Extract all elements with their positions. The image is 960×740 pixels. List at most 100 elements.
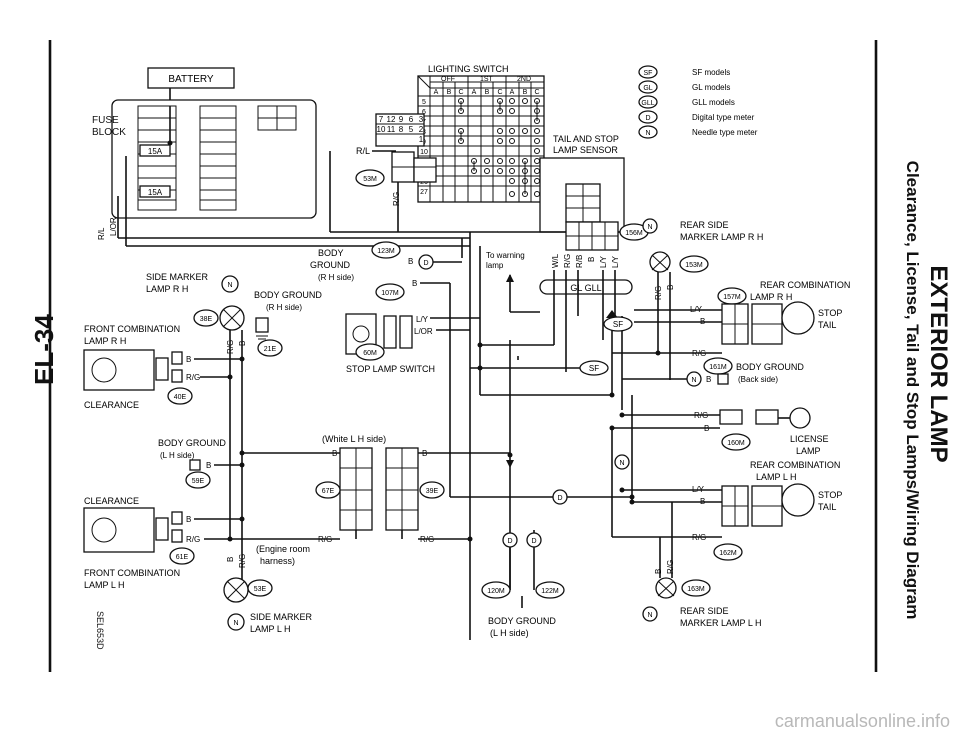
svg-text:123M: 123M [377, 248, 395, 255]
body-ground-top-3: (R H side) [318, 273, 354, 282]
connector-156m-block: 156M [565, 221, 649, 251]
svg-text:SF: SF [613, 320, 623, 329]
connector-60m: 60M [355, 343, 385, 361]
wire-ly-156: L/Y [599, 255, 608, 268]
clearance-lower: CLEARANCE [84, 496, 139, 506]
gl-gll-label: GL GLL [570, 283, 601, 293]
rear-comb-lh-1: REAR COMBINATION [750, 460, 840, 470]
terminal-7: 7 [379, 115, 384, 124]
ls-pos-2nd: 2ND [517, 76, 531, 83]
svg-text:N: N [233, 620, 238, 627]
legend-code-gl: GL [643, 85, 652, 92]
svg-text:60M: 60M [363, 350, 377, 357]
license-lamp-2: LAMP [796, 446, 821, 456]
ls-pos-off: OFF [441, 76, 455, 83]
wire-lor-fuse: L/OR [109, 217, 118, 236]
wire-b-fclh: B [186, 515, 191, 524]
wire-b-smlh: B [226, 557, 235, 562]
svg-text:N: N [647, 612, 652, 619]
side-marker-rh-2: LAMP R H [146, 284, 188, 294]
svg-text:21E: 21E [264, 346, 277, 353]
connector-153m: 153M [679, 255, 709, 273]
ls-col-2: C [458, 89, 463, 96]
terminal-9: 9 [399, 115, 404, 124]
body-ground-rh-mid-1: BODY GROUND [254, 290, 322, 300]
wire-label-rl: R/L [356, 146, 370, 156]
connector-38e: 38E [193, 309, 219, 327]
connector-39e: 39E [419, 481, 445, 499]
body-ground-rh-mid-2: (R H side) [266, 303, 302, 312]
body-ground-lh-bottom-1: BODY GROUND [488, 616, 556, 626]
body-ground-top-1: BODY [318, 248, 344, 258]
wire-rg-156: R/G [563, 254, 572, 268]
front-comb-lh-2: LAMP L H [84, 580, 125, 590]
svg-text:120M: 120M [487, 588, 505, 595]
wire-rg-smlh: R/G [238, 554, 247, 568]
ls-col-4: B [485, 89, 490, 96]
ls-col-8: C [534, 89, 539, 96]
rear-side-lh-2: MARKER LAMP L H [680, 618, 762, 628]
wire-rb-156: R/B [575, 255, 584, 268]
body-ground-back-1: BODY GROUND [736, 362, 804, 372]
stop-rh: STOP [818, 308, 842, 318]
svg-text:59E: 59E [192, 478, 205, 485]
front-comb-lh-lamp [83, 507, 183, 553]
wire-b-bglh: B [206, 461, 211, 470]
fuse-15a-upper: 15A [148, 147, 163, 156]
svg-text:D: D [507, 538, 512, 545]
connector-160m: 160M [721, 433, 751, 451]
fuse-block-label-2: BLOCK [92, 127, 126, 138]
connector-53e: 53E [247, 579, 273, 597]
svg-text:38E: 38E [200, 316, 213, 323]
engine-room-2: harness) [260, 556, 295, 566]
legend-code-d: D [645, 115, 650, 122]
ls-col-5: C [497, 89, 502, 96]
legend-badge-sf [638, 65, 658, 79]
wire-ly-sls: L/Y [416, 315, 429, 324]
side-subtitle: Clearance, License, Tail and Stop Lamps/… [903, 160, 922, 620]
rear-side-marker-rh-lamp [649, 251, 671, 273]
connector-122m: 122M [535, 581, 565, 599]
watermark: carmanualsonline.info [774, 711, 950, 731]
wire-b-161: B [706, 375, 711, 384]
side-marker-lh-lamp [223, 577, 249, 603]
front-comb-rh-lamp [83, 349, 183, 391]
connector-21e: 21E [257, 339, 283, 357]
body-ground-back-2: (Back side) [738, 375, 778, 384]
ls-row-6: 6 [422, 109, 426, 116]
legend-badge-n [638, 125, 658, 139]
white-lh-side: (White L H side) [322, 434, 386, 444]
fuse-column-3 [257, 105, 297, 131]
side-code: SEL653D [95, 611, 105, 650]
legend-code-sf: SF [644, 70, 653, 77]
to-warning-lamp-1: To warning [486, 251, 525, 260]
svg-text:N: N [619, 460, 624, 467]
ls-col-6: A [510, 89, 515, 96]
ls-col-0: A [434, 89, 439, 96]
battery-box [147, 67, 235, 89]
stop-lamp-switch-label: STOP LAMP SWITCH [346, 364, 435, 374]
wire-rl-fuse: R/L [97, 227, 106, 240]
rear-side-rh-2: MARKER LAMP R H [680, 232, 763, 242]
side-marker-lh-2: LAMP L H [250, 624, 291, 634]
front-comb-lh-1: FRONT COMBINATION [84, 568, 180, 578]
svg-text:N: N [691, 377, 696, 384]
svg-text:N: N [647, 224, 652, 231]
svg-text:122M: 122M [541, 588, 559, 595]
connector-61e: 61E [169, 547, 195, 565]
legend-text-gll: GLL models [692, 98, 735, 107]
fuse-15a-lower: 15A [148, 188, 163, 197]
connector-120m: 120M [481, 581, 511, 599]
rear-comb-lh-2: LAMP L H [756, 472, 797, 482]
legend-text-sf: SF models [692, 68, 730, 77]
svg-text:162M: 162M [719, 550, 737, 557]
clearance-upper: CLEARANCE [84, 400, 139, 410]
wire-label-rg-top: R/G [392, 192, 401, 206]
tail-lh: TAIL [818, 502, 836, 512]
tail-rh: TAIL [818, 320, 836, 330]
svg-text:157M: 157M [723, 294, 741, 301]
legend-text-d: Digital type meter [692, 113, 755, 122]
wire-b-123: B [408, 257, 413, 266]
